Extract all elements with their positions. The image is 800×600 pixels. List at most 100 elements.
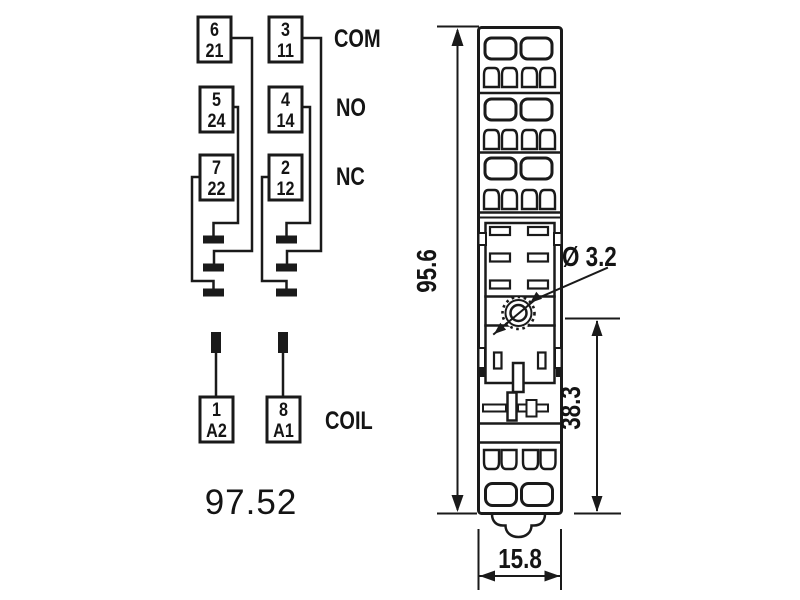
model-number: 97.52 [205, 483, 298, 522]
pin-slot [488, 252, 512, 263]
contact-bar [203, 235, 224, 244]
wire-entry [521, 448, 540, 471]
screw-slot [483, 36, 518, 61]
wire-entry [538, 188, 557, 211]
leader-arrow [530, 291, 543, 303]
wire-no-left [212, 105, 240, 239]
wire-entry [482, 448, 501, 471]
socket-top-sections [477, 36, 563, 219]
wire-entry [500, 188, 519, 211]
hole-inner [509, 303, 528, 323]
pin-slot [488, 225, 512, 237]
coil-pin [211, 332, 221, 353]
dimension-overall-height: 95.6 [412, 25, 479, 515]
din-rail-clip [490, 512, 547, 539]
wall-tab [553, 232, 563, 246]
pin-slot [526, 279, 550, 290]
socket-drawing [477, 26, 563, 539]
contact-bar [276, 235, 297, 244]
slot [492, 351, 503, 370]
terminal-box-7-22 [198, 153, 235, 202]
dim-arrow-down [591, 496, 603, 512]
dim-text-hole: Ø 3.2 [562, 242, 617, 273]
coil-pin [278, 332, 288, 353]
contact-bar [276, 288, 297, 297]
wire-entry [482, 188, 501, 211]
wire-entry [500, 128, 519, 151]
terminal-box-6-21 [196, 15, 233, 64]
wall-tab [477, 232, 487, 246]
terminal-number: 1 [212, 399, 221, 421]
dim-arrow-left [479, 570, 495, 582]
wire-entry [520, 66, 539, 89]
wall-dot [479, 369, 485, 377]
wire-entry [538, 66, 557, 89]
terminal-box-5-24 [198, 85, 235, 134]
screw-slot [483, 97, 518, 122]
terminal-number: 4 [281, 89, 290, 111]
screw-slot [519, 156, 554, 181]
wall-tab [554, 347, 563, 369]
wire-nc-right [260, 175, 288, 292]
terminal-number: A1 [273, 420, 294, 442]
wire-entry [500, 448, 518, 471]
terminal-number: 22 [208, 178, 226, 200]
latch [506, 391, 518, 422]
screw-slot [520, 482, 554, 507]
relay-recess [477, 221, 563, 385]
dim-text-width: 15.8 [498, 544, 542, 575]
label-no: NO [336, 94, 366, 122]
wire-entry [500, 66, 519, 89]
terminal-number: 3 [281, 19, 290, 41]
contact-bar [203, 288, 224, 297]
terminal-number: 5 [212, 89, 221, 111]
terminal-box-3-11 [267, 15, 304, 64]
terminal-boxes: 6 21 3 11 5 24 4 14 7 22 2 12 1 A2 8 A1 [196, 15, 304, 444]
wire-no-right [285, 105, 312, 239]
dim-arrow-up [591, 320, 603, 336]
terminal-box-8-A1 [265, 395, 302, 444]
coil-pins [211, 332, 288, 399]
wire-entry [520, 128, 539, 151]
terminal-number: 7 [212, 157, 221, 179]
dimension-hole-to-bottom: 38.3 [556, 317, 621, 515]
screw-slot [484, 482, 518, 507]
wire-entry [482, 66, 501, 89]
slot [536, 351, 547, 370]
terminal-number: 14 [277, 110, 295, 132]
wiring-schematic: 6 21 3 11 5 24 4 14 7 22 2 12 1 A2 8 A1 … [190, 15, 381, 522]
terminal-number: 6 [210, 19, 219, 41]
terminal-box-1-A2 [198, 395, 235, 444]
terminal-number: 21 [206, 40, 224, 62]
dim-text-height: 95.6 [412, 249, 443, 293]
dim-text-lower: 38.3 [556, 386, 587, 430]
terminal-number: 12 [277, 178, 295, 200]
dimension-hole-diameter: Ø 3.2 [492, 242, 617, 336]
wire-com-right [285, 36, 323, 266]
terminal-box-2-12 [267, 153, 304, 202]
label-com: COM [334, 25, 381, 53]
wire-entry [482, 128, 501, 151]
clip-cross [525, 399, 538, 418]
wall-tab [477, 347, 486, 369]
pin-slot [526, 252, 550, 263]
pin-slot [488, 279, 512, 290]
leader-arrow [494, 322, 507, 334]
wire-entry [520, 188, 539, 211]
wire-entry [539, 448, 557, 471]
dim-arrow-right [544, 570, 560, 582]
terminal-number: 24 [208, 110, 226, 132]
wall-dot [556, 369, 561, 377]
clip-bar [482, 403, 507, 413]
terminal-box-4-14 [267, 85, 304, 134]
contact-wires [190, 36, 323, 292]
terminal-number: 2 [281, 157, 290, 179]
lower-mechanism [477, 351, 563, 444]
terminal-number: 8 [279, 399, 288, 421]
contact-bars [203, 235, 297, 297]
socket-bottom-section [482, 448, 557, 507]
terminal-number: A2 [206, 420, 227, 442]
screw-slot [483, 156, 518, 181]
